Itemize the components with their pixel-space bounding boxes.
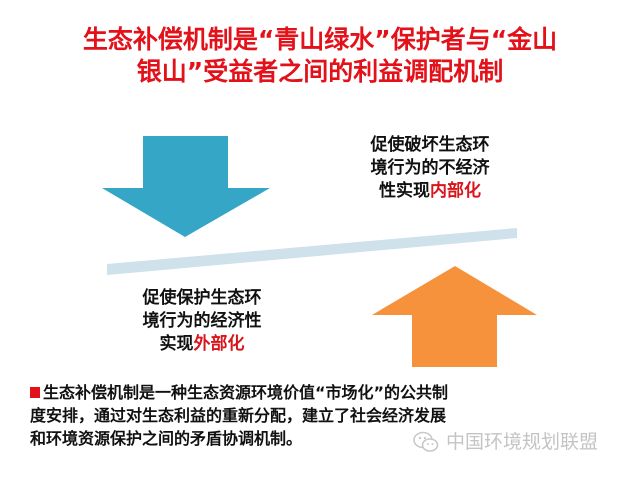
slide-title-line-1: 生态补偿机制是“青山绿水”保护者与“金山 bbox=[82, 25, 558, 54]
bullet-square-icon bbox=[30, 387, 40, 398]
caption-text: 实现 bbox=[159, 334, 194, 354]
note-line-2: 度安排，通过对生态利益的重新分配，建立了社会经济发展 bbox=[30, 406, 447, 425]
caption-line: 实现外部化 bbox=[112, 333, 292, 356]
note-text: 生态补偿机制是一种生态资源环境价值“市场化”的公共制 bbox=[43, 383, 449, 402]
arrow-up-icon bbox=[372, 266, 537, 367]
caption-externalization: 促使保护生态环 境行为的经济性 实现外部化 bbox=[112, 287, 292, 356]
slide-title-line-2: 银山”受益者之间的利益调配机制 bbox=[136, 57, 504, 86]
caption-text: 性实现 bbox=[379, 181, 430, 201]
wechat-icon bbox=[413, 431, 439, 452]
summary-note: 生态补偿机制是一种生态资源环境价值“市场化”的公共制 度安排，通过对生态利益的重… bbox=[30, 381, 630, 450]
watermark: 中国环境规划联盟 bbox=[412, 429, 598, 455]
note-line-1: 生态补偿机制是一种生态资源环境价值“市场化”的公共制 bbox=[30, 381, 630, 404]
highlight-externalization: 外部化 bbox=[193, 334, 245, 354]
caption-line: 促使破坏生态环 bbox=[370, 135, 490, 155]
caption-line: 促使保护生态环 bbox=[142, 288, 262, 308]
balance-bar bbox=[107, 228, 517, 275]
note-line-3: 和环境资源保护之间的矛盾协调机制。 bbox=[30, 429, 303, 448]
caption-line: 境行为的不经济 bbox=[370, 158, 490, 178]
caption-internalization: 促使破坏生态环 境行为的不经济 性实现内部化 bbox=[340, 134, 520, 203]
slide-title: 生态补偿机制是“青山绿水”保护者与“金山 银山”受益者之间的利益调配机制 bbox=[0, 24, 640, 88]
caption-line: 境行为的经济性 bbox=[142, 311, 262, 331]
arrow-down-icon bbox=[102, 136, 270, 237]
watermark-text: 中国环境规划联盟 bbox=[446, 431, 599, 453]
caption-line: 性实现内部化 bbox=[340, 180, 520, 203]
highlight-internalization: 内部化 bbox=[430, 181, 481, 201]
